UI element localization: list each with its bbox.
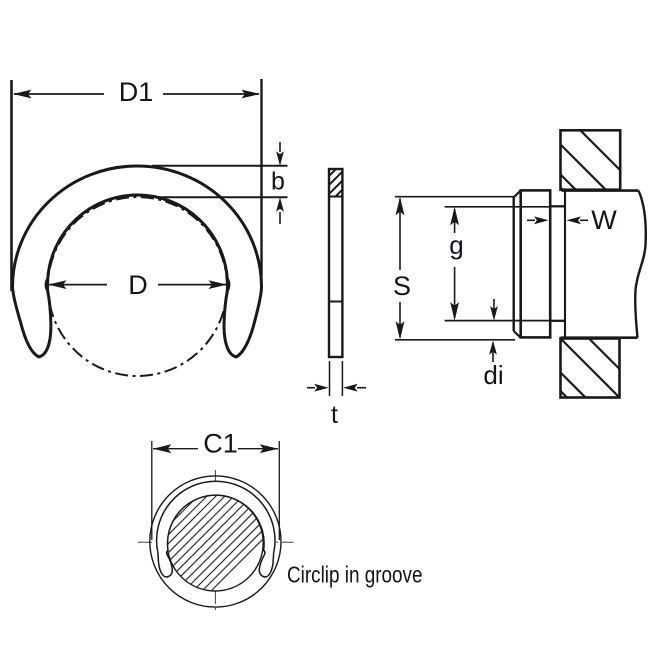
svg-text:W: W	[591, 205, 617, 235]
svg-text:S: S	[393, 271, 411, 301]
svg-text:C1: C1	[203, 429, 238, 459]
svg-text:di: di	[483, 360, 503, 390]
svg-text:t: t	[331, 401, 338, 429]
svg-text:D1: D1	[119, 77, 154, 107]
svg-text:g: g	[449, 230, 463, 260]
svg-text:Circlip in groove: Circlip in groove	[287, 562, 423, 588]
svg-text:D: D	[128, 270, 148, 300]
svg-text:b: b	[271, 168, 285, 196]
